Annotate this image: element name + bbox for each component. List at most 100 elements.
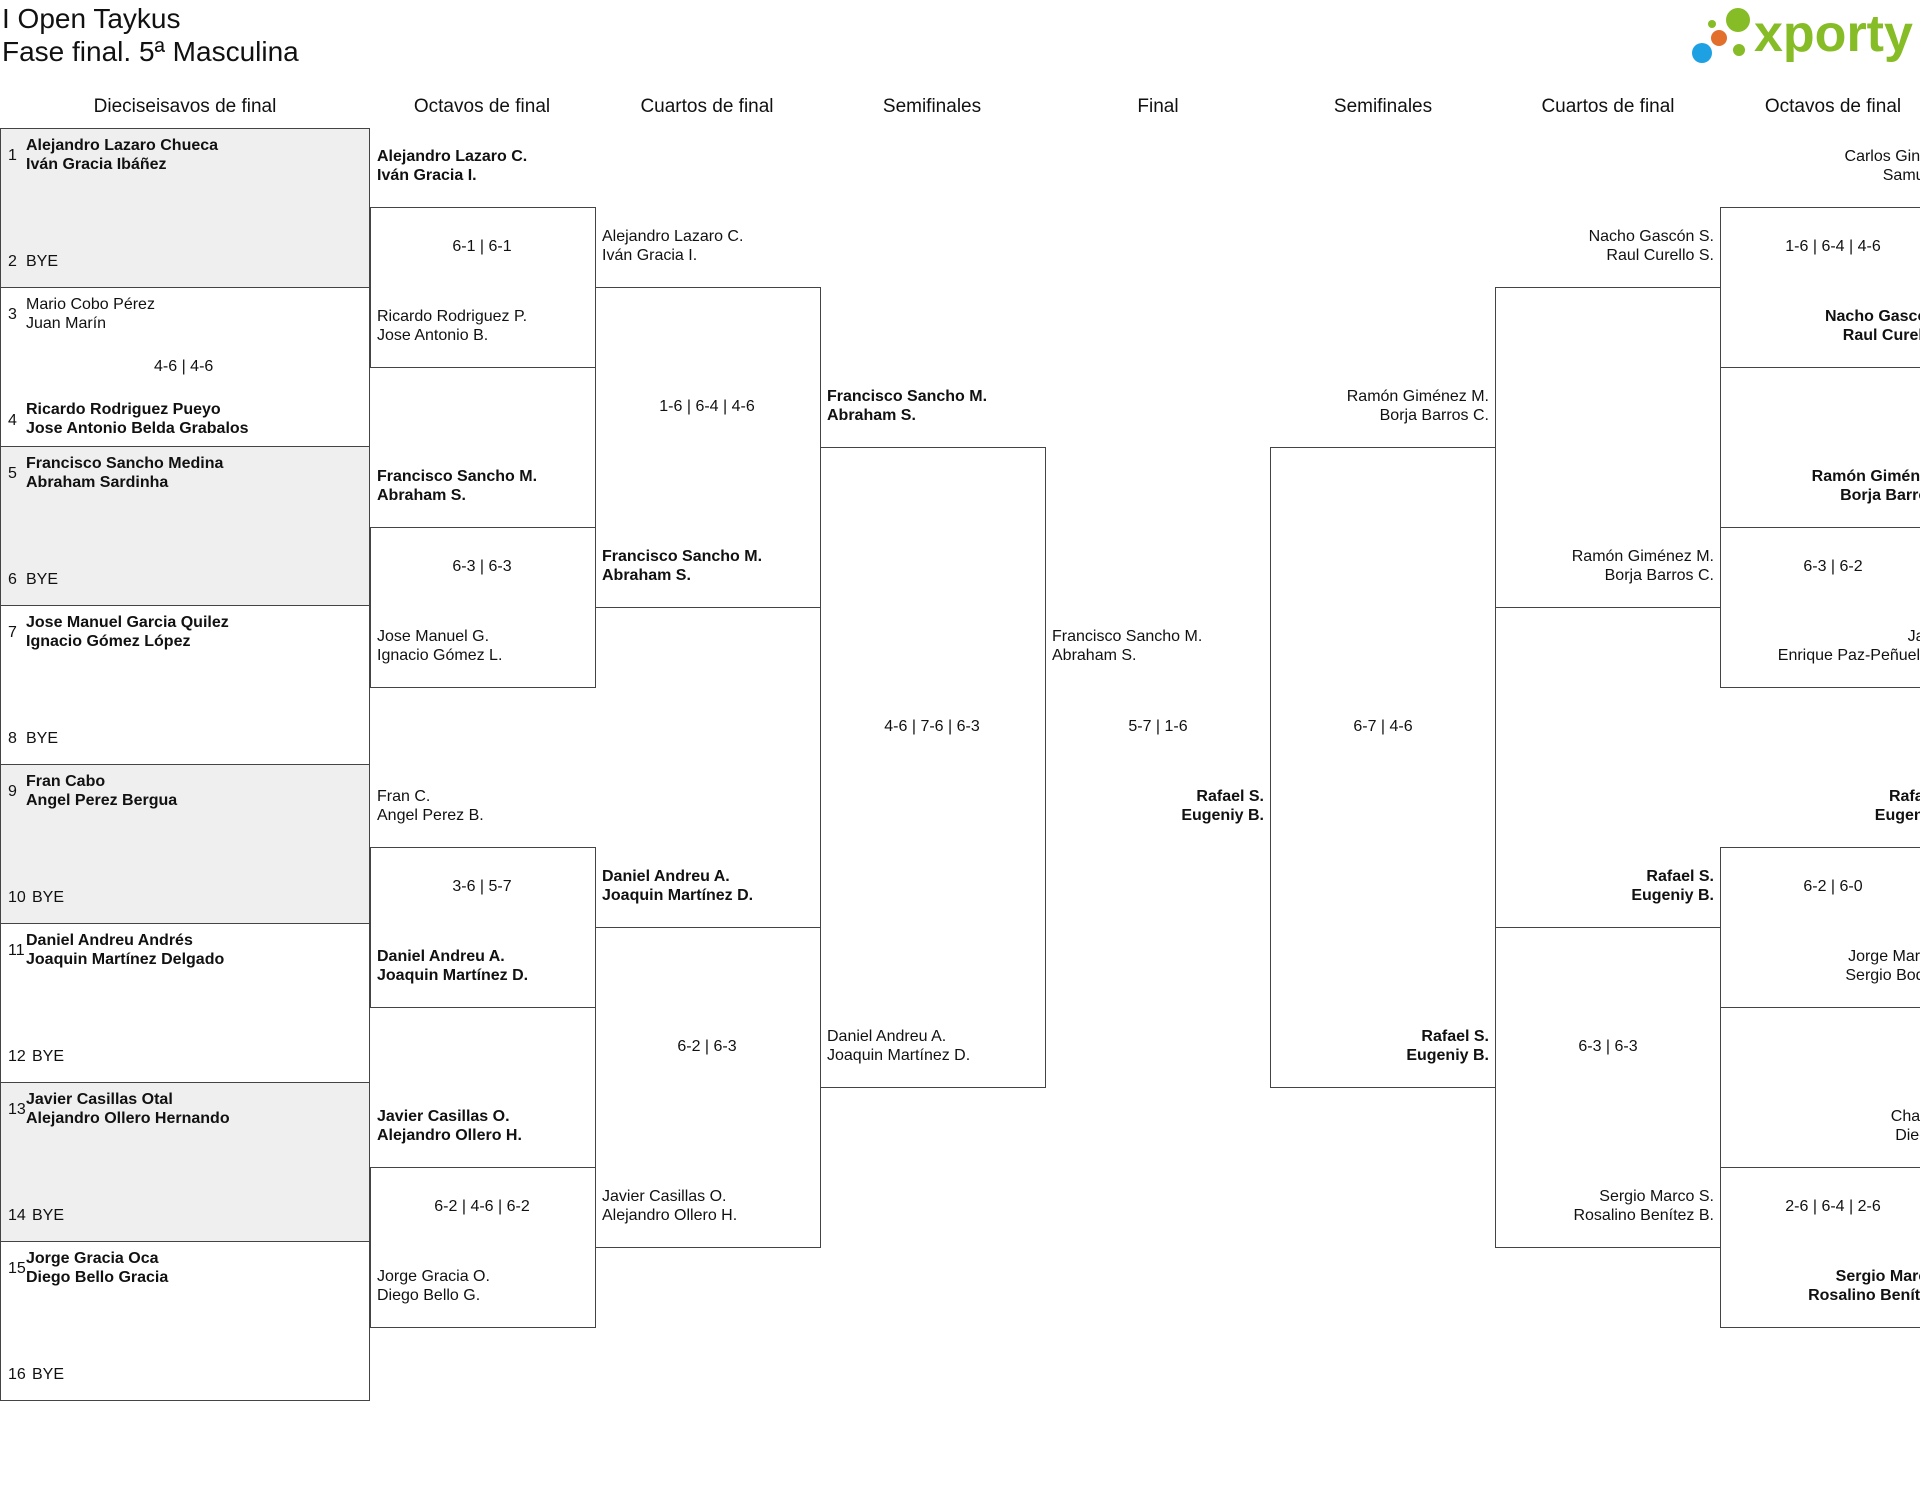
round-header: Octavos de final xyxy=(1764,96,1902,117)
seed-number: 3 xyxy=(8,306,17,323)
player-name: Ricardo Rodriguez Pueyo xyxy=(26,401,221,418)
team-pair: Eugeniy B. xyxy=(1406,1047,1489,1064)
team-pair: Abraham S. xyxy=(827,407,916,424)
seed-number: 6 xyxy=(8,571,17,588)
team-pair: Abraham S. xyxy=(1052,647,1137,664)
round-header: Octavos de final xyxy=(413,96,551,117)
player-name: Iván Gracia Ibáñez xyxy=(26,156,167,173)
seed-block xyxy=(0,923,370,1083)
round-header: Semifinales xyxy=(1333,96,1433,117)
team-pair: Francisco Sancho M. xyxy=(827,388,988,405)
seed-block xyxy=(0,1082,370,1242)
bracket-connector xyxy=(820,447,1046,1088)
seed-number: 5 xyxy=(8,465,17,482)
team-pair: Francisco Sancho M. xyxy=(602,548,763,565)
round-header: Semifinales xyxy=(882,96,982,117)
team-pair: Ricardo Rodriguez P. xyxy=(377,308,528,325)
seed-block xyxy=(0,764,370,924)
bye-label: BYE xyxy=(26,253,59,270)
match-score: 6-3 | 6-3 xyxy=(452,558,512,575)
match-score: 1-6 | 6-4 | 4-6 xyxy=(1785,238,1881,255)
team-pair: Javier Casillas O. xyxy=(602,1188,727,1205)
match-score: 6-2 | 6-3 xyxy=(677,1038,737,1055)
bracket-connector xyxy=(1720,527,1920,688)
team-pair: Eugeniy xyxy=(1874,807,1920,824)
player-name: Jose Antonio Belda Grabalos xyxy=(26,420,249,437)
team-pair: Eugeniy B. xyxy=(1631,887,1714,904)
team-pair: Alejandro Ollero H. xyxy=(602,1207,738,1224)
player-name: Jorge Gracia Oca xyxy=(26,1250,159,1267)
player-name: Francisco Sancho Medina xyxy=(26,455,224,472)
team-pair: Ignacio Gómez L. xyxy=(377,647,503,664)
bracket-connector xyxy=(1720,1167,1920,1328)
bye-label: BYE xyxy=(32,889,65,906)
team-pair: Enrique Paz-Peñuelas xyxy=(1777,647,1920,664)
player-name: Daniel Andreu Andrés xyxy=(26,932,193,949)
match-score: 2-6 | 6-4 | 2-6 xyxy=(1785,1198,1881,1215)
team-pair: Joaquin Martínez D. xyxy=(602,887,754,904)
team-pair: Carlos Ginés xyxy=(1844,148,1920,165)
bye-label: BYE xyxy=(26,571,59,588)
seed-number: 2 xyxy=(8,253,17,270)
team-pair: Daniel Andreu A. xyxy=(602,868,730,885)
team-pair: Rafael S. xyxy=(1421,1028,1489,1045)
player-name: Juan Marín xyxy=(26,315,107,332)
seed-number: 8 xyxy=(8,730,17,747)
team-pair: Raul Curello xyxy=(1842,327,1920,344)
bracket-connector xyxy=(1720,207,1920,368)
match-score: 6-7 | 4-6 xyxy=(1353,718,1413,735)
team-pair: Samuel xyxy=(1882,167,1920,184)
team-pair: Abraham S. xyxy=(377,487,466,504)
match-score: 3-6 | 5-7 xyxy=(452,878,512,895)
team-pair: Rosalino Benítez xyxy=(1808,1287,1920,1304)
team-pair: Rafael S. xyxy=(1196,788,1264,805)
seed-block xyxy=(0,446,370,606)
team-pair: Joaquin Martínez D. xyxy=(827,1047,971,1064)
team-pair: Iván Gracia I. xyxy=(602,247,698,264)
team-pair: Jorge Martin xyxy=(1848,948,1920,965)
logo-text: xporty xyxy=(1754,5,1913,63)
seed-number: 13 xyxy=(8,1101,26,1118)
team-pair: Nacho Gascón S. xyxy=(1588,228,1714,245)
team-pair: Sergio Marco xyxy=(1835,1268,1920,1285)
match-score: 6-3 | 6-3 xyxy=(1578,1038,1638,1055)
round-header: Cuartos de final xyxy=(1541,96,1675,117)
team-pair: Alejandro Lazaro C. xyxy=(377,148,528,165)
seed-block xyxy=(0,1241,370,1401)
team-pair: Fran C. xyxy=(377,788,431,805)
match-score: 4-6 | 4-6 xyxy=(154,358,214,375)
team-pair: Alejandro Ollero H. xyxy=(377,1127,522,1144)
seed-number: 16 xyxy=(8,1366,26,1383)
bye-label: BYE xyxy=(26,730,59,747)
seed-number: 11 xyxy=(8,942,25,959)
team-pair: Abraham S. xyxy=(602,567,691,584)
round-header: Dieciseisavos de final xyxy=(93,96,277,117)
match-score: 4-6 | 7-6 | 6-3 xyxy=(884,718,980,735)
team-pair: Alejandro Lazaro C. xyxy=(602,228,744,245)
team-pair: Rafael xyxy=(1888,788,1920,805)
bracket-connector xyxy=(1270,447,1496,1088)
team-pair: Daniel Andreu A. xyxy=(827,1028,947,1045)
bye-label: BYE xyxy=(32,1366,65,1383)
match-score: 6-2 | 6-0 xyxy=(1803,878,1863,895)
team-pair: Francisco Sancho M. xyxy=(1052,628,1203,645)
bye-label: BYE xyxy=(32,1048,65,1065)
team-pair: Borja Barros xyxy=(1840,487,1920,504)
player-name: Jose Manuel Garcia Quilez xyxy=(26,614,229,631)
bye-label: BYE xyxy=(32,1207,65,1224)
team-pair: Diego Bello G. xyxy=(377,1287,481,1304)
team-pair: Raul Curello S. xyxy=(1606,247,1714,264)
match-score: 6-1 | 6-1 xyxy=(452,238,512,255)
seed-number: 7 xyxy=(8,624,17,641)
team-pair: Rosalino Benítez B. xyxy=(1573,1207,1714,1224)
match-score: 1-6 | 6-4 | 4-6 xyxy=(659,398,755,415)
team-pair: Jorge Gracia O. xyxy=(377,1268,490,1285)
team-pair: Diego xyxy=(1895,1127,1920,1144)
round-header: Final xyxy=(1137,96,1179,117)
bracket-connector xyxy=(1495,287,1721,608)
player-name: Alejandro Lazaro Chueca xyxy=(26,137,219,154)
player-name: Mario Cobo Pérez xyxy=(26,296,155,313)
team-pair: Ramón Giménez xyxy=(1811,468,1920,485)
match-score: 6-2 | 4-6 | 6-2 xyxy=(434,1198,530,1215)
team-pair: Angel Perez B. xyxy=(377,807,484,824)
